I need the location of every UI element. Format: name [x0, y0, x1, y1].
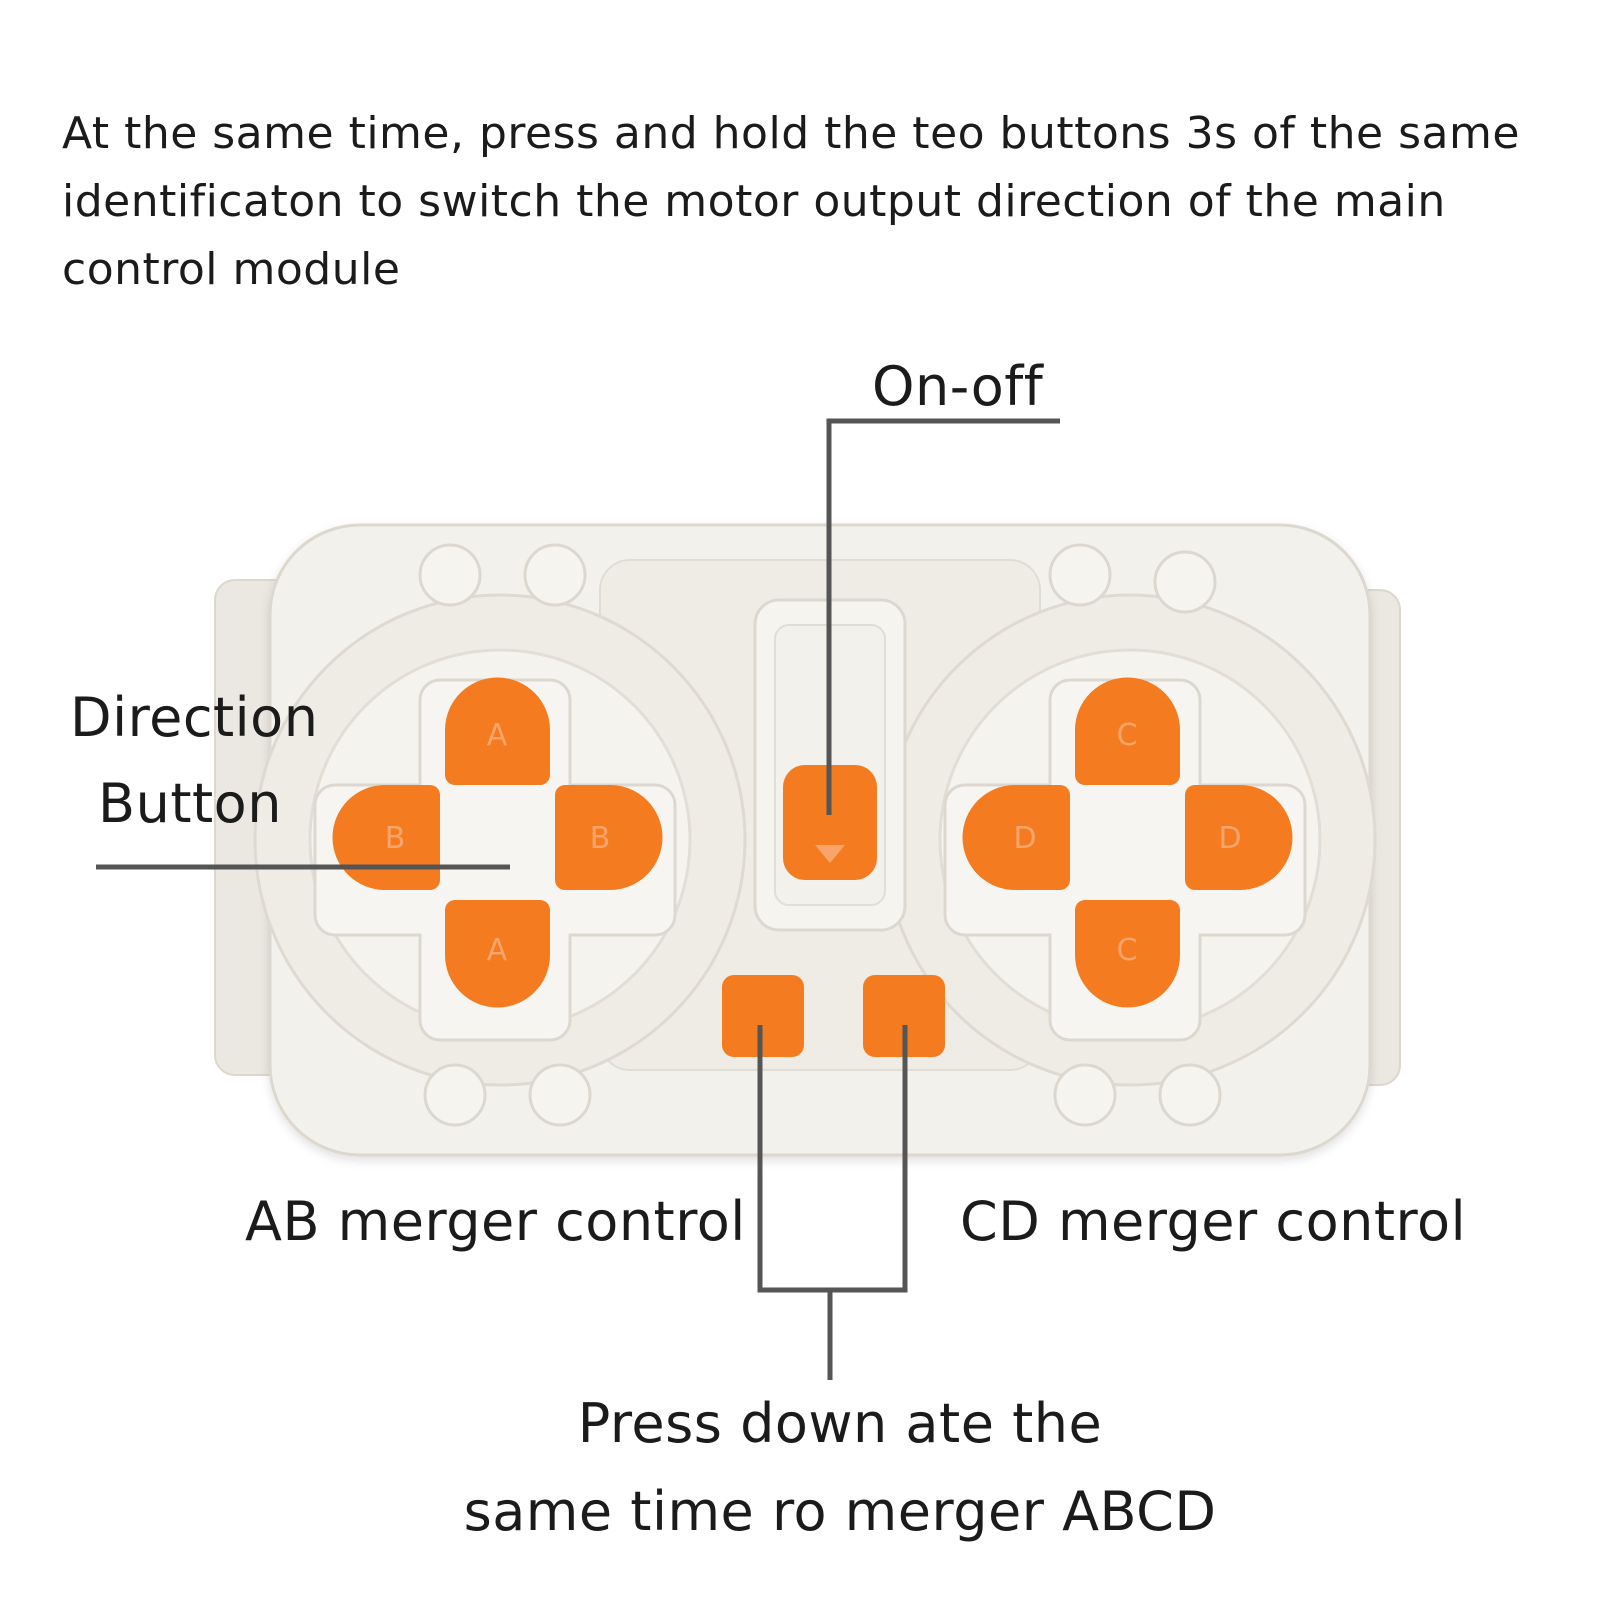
stud [523, 543, 587, 607]
button-d-left[interactable] [962, 785, 1070, 890]
stud [1048, 543, 1112, 607]
ab-merger-label: AB merger control [245, 1190, 746, 1253]
button-c-down[interactable] [1075, 900, 1180, 1008]
instructions-line-3: control module [62, 244, 401, 295]
power-switch-arrow-icon [815, 845, 845, 863]
press-label-line-1: Press down ate the [577, 1392, 1103, 1455]
button-b-right[interactable] [555, 785, 663, 890]
right-dpad-base [943, 678, 1307, 1042]
letter-b-right: B [590, 821, 611, 856]
leader-lines [96, 418, 1060, 1380]
stud [423, 1063, 487, 1127]
letter-c-up: C [1117, 718, 1138, 753]
power-switch-slider[interactable] [783, 765, 877, 880]
button-letters: A A B B C C D D [385, 718, 1242, 968]
letter-d-left: D [1013, 821, 1036, 856]
stud [1053, 1063, 1117, 1127]
stud [1153, 550, 1217, 614]
instructions-line-1: At the same time, press and hold the teo… [62, 108, 1520, 159]
direction-button-label: Direction Button [70, 675, 319, 847]
letter-a-down: A [487, 933, 508, 968]
left-dpad-base [313, 678, 677, 1042]
letter-b-left: B [385, 821, 406, 856]
instructions-text: At the same time, press and hold the teo… [62, 100, 1542, 304]
stud [418, 543, 482, 607]
letter-c-down: C [1117, 933, 1138, 968]
studs [418, 543, 1222, 1127]
button-a-up[interactable] [444, 677, 550, 786]
button-b-left[interactable] [332, 785, 440, 890]
press-merger-label: Press down ate the same time ro merger A… [430, 1380, 1250, 1556]
stud [528, 1063, 592, 1127]
button-a-down[interactable] [444, 900, 550, 1008]
button-d-right[interactable] [1185, 785, 1293, 890]
direction-label-line-1: Direction [70, 686, 319, 749]
on-off-label: On-off [872, 355, 1044, 418]
instructions-line-2: identificaton to switch the motor output… [62, 176, 1446, 227]
letter-a-up: A [487, 718, 508, 753]
direction-label-line-2: Button [98, 772, 282, 835]
press-label-line-2: same time ro merger ABCD [463, 1480, 1217, 1543]
cd-merger-button[interactable] [863, 975, 945, 1057]
letter-d-right: D [1218, 821, 1241, 856]
stud [1158, 1063, 1222, 1127]
ab-merger-button[interactable] [722, 975, 804, 1057]
on-off-leader-line [826, 418, 1060, 815]
button-c-up[interactable] [1075, 677, 1180, 786]
cd-merger-label: CD merger control [960, 1190, 1467, 1253]
right-dpad [962, 677, 1293, 1008]
left-dpad [332, 677, 663, 1008]
